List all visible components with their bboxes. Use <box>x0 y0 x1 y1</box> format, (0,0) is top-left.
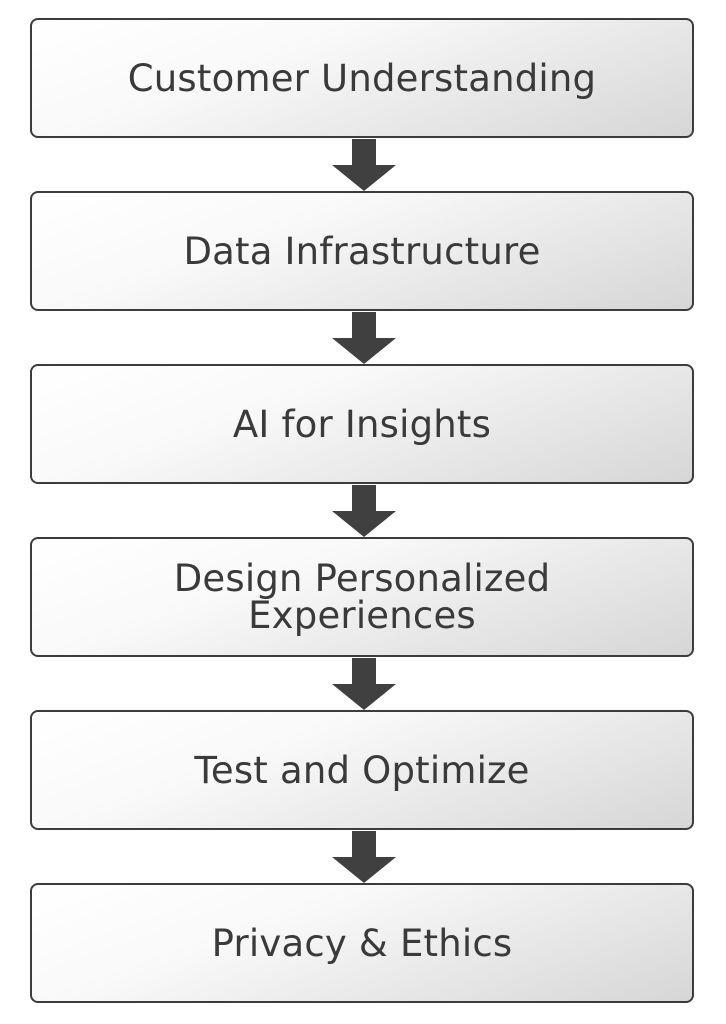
step-test-and-optimize: Test and Optimize <box>30 710 694 830</box>
step-ai-for-insights: AI for Insights <box>30 364 694 484</box>
step-label: AI for Insights <box>232 402 492 446</box>
down-arrow-icon <box>332 831 396 883</box>
step-label: Data Infrastructure <box>183 229 541 273</box>
step-label: Customer Understanding <box>127 56 597 100</box>
step-customer-understanding: Customer Understanding <box>30 18 694 138</box>
step-label: Design Personalized Experiences <box>173 557 551 637</box>
step-design-personalized-experiences: Design Personalized Experiences <box>30 537 694 657</box>
down-arrow-icon <box>332 485 396 537</box>
step-label: Test and Optimize <box>194 748 530 792</box>
down-arrow-icon <box>332 139 396 191</box>
step-privacy-and-ethics: Privacy & Ethics <box>30 883 694 1003</box>
down-arrow-icon <box>332 658 396 710</box>
step-data-infrastructure: Data Infrastructure <box>30 191 694 311</box>
step-label: Privacy & Ethics <box>211 921 513 965</box>
down-arrow-icon <box>332 312 396 364</box>
